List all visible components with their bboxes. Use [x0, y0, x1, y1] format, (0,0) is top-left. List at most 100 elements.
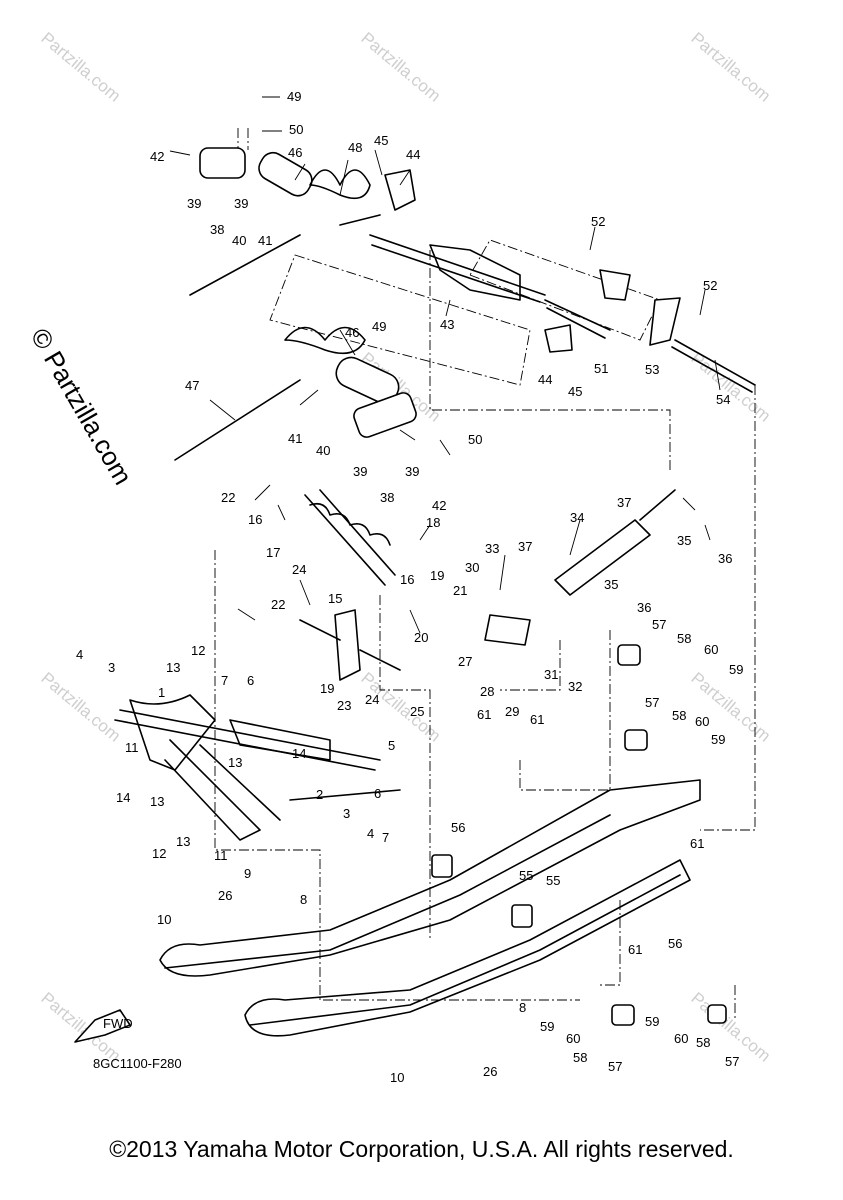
callout-59: 59 [711, 732, 725, 747]
callout-50: 50 [468, 432, 482, 447]
callout-38: 38 [210, 222, 224, 237]
callout-14: 14 [116, 790, 130, 805]
callout-21: 21 [453, 583, 467, 598]
watermark-2: Partzilla.com [357, 29, 444, 106]
callout-24: 24 [292, 562, 306, 577]
leader-lines [169, 96, 721, 634]
callout-61: 61 [477, 707, 491, 722]
callout-36: 36 [718, 551, 732, 566]
callout-49: 49 [372, 319, 386, 334]
callout-56: 56 [668, 936, 682, 951]
callout-42: 42 [150, 149, 164, 164]
callout-39: 39 [234, 196, 248, 211]
callout-57: 57 [725, 1054, 739, 1069]
callout-18: 18 [426, 515, 440, 530]
callout-12: 12 [191, 643, 205, 658]
callout-7: 7 [382, 830, 389, 845]
callout-5: 5 [388, 738, 395, 753]
callout-45: 45 [374, 133, 388, 148]
callout-35: 35 [677, 533, 691, 548]
callout-1: 1 [158, 685, 165, 700]
callout-58: 58 [672, 708, 686, 723]
callout-45: 45 [568, 384, 582, 399]
watermark-5: Partzilla.com [687, 349, 774, 426]
callout-48: 48 [348, 140, 362, 155]
watermark-6: Partzilla.com [37, 669, 124, 746]
callout-55: 55 [546, 873, 560, 888]
callout-49: 49 [287, 89, 301, 104]
fwd-label: FWD [103, 1016, 133, 1031]
callout-10: 10 [157, 912, 171, 927]
callout-26: 26 [483, 1064, 497, 1079]
callout-11: 11 [214, 848, 228, 863]
callout-4: 4 [367, 826, 374, 841]
callout-42: 42 [432, 498, 446, 513]
callout-9: 9 [244, 866, 251, 881]
callout-15: 15 [328, 591, 342, 606]
callout-54: 54 [716, 392, 730, 407]
watermark-1: Partzilla.com [37, 29, 124, 106]
callout-2: 2 [316, 787, 323, 802]
callout-36: 36 [637, 600, 651, 615]
callout-37: 37 [617, 495, 631, 510]
callout-46: 46 [345, 325, 359, 340]
callout-58: 58 [573, 1050, 587, 1065]
callout-60: 60 [695, 714, 709, 729]
callout-61: 61 [690, 836, 704, 851]
callout-28: 28 [480, 684, 494, 699]
callout-53: 53 [645, 362, 659, 377]
callout-8: 8 [519, 1000, 526, 1015]
watermark-side: © Partzilla.com [25, 323, 139, 490]
callout-59: 59 [540, 1019, 554, 1034]
callout-61: 61 [628, 942, 642, 957]
callout-10: 10 [390, 1070, 404, 1085]
callout-17: 17 [266, 545, 280, 560]
callout-16: 16 [248, 512, 262, 527]
callout-57: 57 [608, 1059, 622, 1074]
callout-32: 32 [568, 679, 582, 694]
callout-59: 59 [729, 662, 743, 677]
callout-16: 16 [400, 572, 414, 587]
callout-29: 29 [505, 704, 519, 719]
callout-44: 44 [538, 372, 552, 387]
callout-43: 43 [440, 317, 454, 332]
callout-60: 60 [674, 1031, 688, 1046]
callout-58: 58 [696, 1035, 710, 1050]
callout-57: 57 [652, 617, 666, 632]
callout-50: 50 [289, 122, 303, 137]
callout-19: 19 [430, 568, 444, 583]
callout-20: 20 [414, 630, 428, 645]
callout-52: 52 [591, 214, 605, 229]
callout-41: 41 [258, 233, 272, 248]
callout-46: 46 [288, 145, 302, 160]
watermark-8: Partzilla.com [687, 669, 774, 746]
callout-33: 33 [485, 541, 499, 556]
callout-40: 40 [232, 233, 246, 248]
callout-56: 56 [451, 820, 465, 835]
copyright-notice: ©2013 Yamaha Motor Corporation, U.S.A. A… [109, 1136, 734, 1162]
callout-30: 30 [465, 560, 479, 575]
callout-22: 22 [271, 597, 285, 612]
callout-60: 60 [566, 1031, 580, 1046]
callout-8: 8 [300, 892, 307, 907]
callout-24: 24 [365, 692, 379, 707]
parts: FWD [74, 147, 756, 1043]
callout-26: 26 [218, 888, 232, 903]
callout-37: 37 [518, 539, 532, 554]
callout-27: 27 [458, 654, 472, 669]
callout-38: 38 [380, 490, 394, 505]
callout-13: 13 [150, 794, 164, 809]
callout-6: 6 [374, 786, 381, 801]
callout-39: 39 [187, 196, 201, 211]
callout-14: 14 [292, 746, 306, 761]
callout-39: 39 [353, 464, 367, 479]
callout-19: 19 [320, 681, 334, 696]
callout-4: 4 [76, 647, 83, 662]
callout-12: 12 [152, 846, 166, 861]
callout-55: 55 [519, 868, 533, 883]
callout-13: 13 [176, 834, 190, 849]
callout-25: 25 [410, 704, 424, 719]
callout-47: 47 [185, 378, 199, 393]
